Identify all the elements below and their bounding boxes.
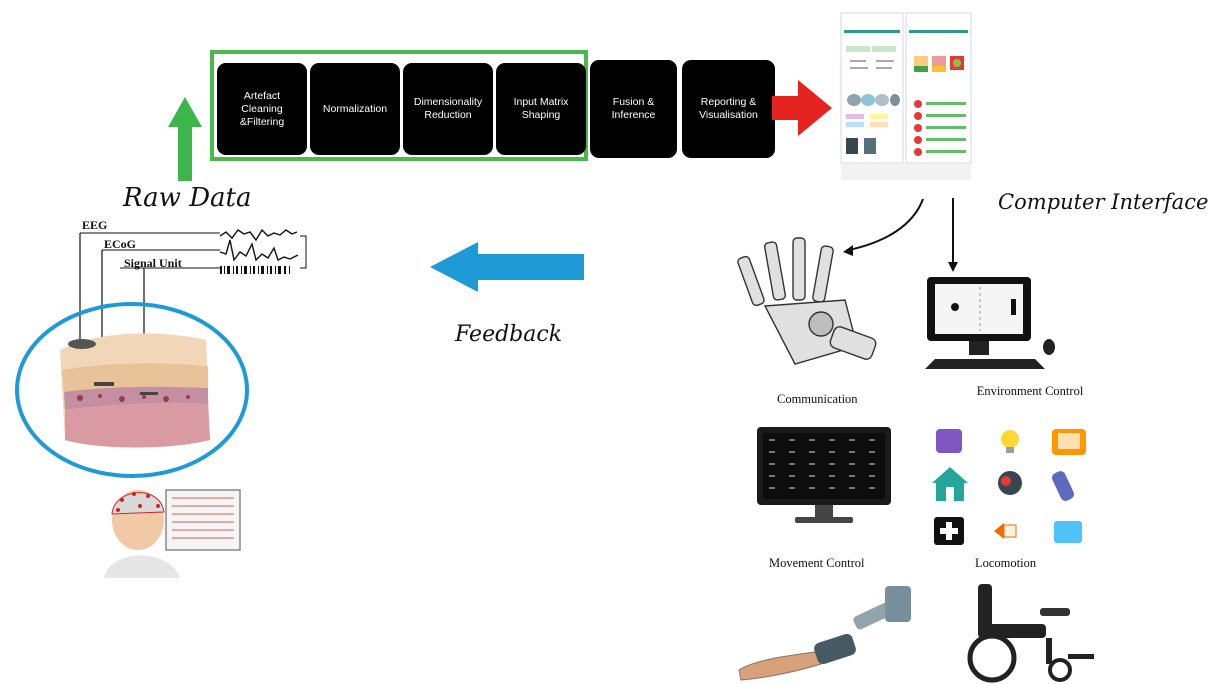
- communication-label: Communication: [777, 392, 858, 406]
- signal-traces: [79, 228, 307, 362]
- step-fusion-inference: Fusion & Inference: [590, 60, 677, 158]
- desktop-computer-illustration: [925, 277, 1055, 369]
- robotic-hand-illustration: [737, 237, 877, 365]
- environment-control-label: Environment Control: [976, 384, 1084, 398]
- movement-control-label: Movement Control: [769, 556, 865, 570]
- step-normalization-label: Normalization: [322, 102, 388, 115]
- step-normalization: Normalization: [310, 63, 400, 155]
- step-reporting-visualisation-label: Reporting & Visualisation: [699, 96, 758, 121]
- step-artefact-cleaning: Artefact Cleaning &Filtering: [217, 63, 307, 155]
- step-reporting-visualisation: Reporting & Visualisation: [682, 60, 775, 158]
- environment-icon-grid: [930, 425, 1095, 550]
- environment-icons: [932, 429, 1086, 545]
- computer-interface-label: Computer Interface: [998, 190, 1209, 214]
- speller-monitor-illustration: [757, 427, 891, 523]
- wheelchair-illustration: [967, 584, 1094, 683]
- step-input-matrix-shaping: Input Matrix Shaping: [496, 63, 586, 155]
- raw-data-label: Raw Data: [123, 183, 252, 213]
- step-dimensionality-reduction: Dimensionality Reduction: [403, 63, 493, 155]
- raw-data-up-arrow: [168, 97, 202, 181]
- cortex-cross-section: [15, 302, 249, 478]
- interface-output-arrows: [843, 198, 958, 272]
- preprocessing-group-frame: [210, 50, 588, 161]
- eeg-label: EEG: [82, 218, 108, 232]
- computer-interface-screens: [840, 12, 972, 180]
- ecog-label: ECoG: [104, 237, 137, 251]
- feedback-arrow: [430, 242, 584, 292]
- step-artefact-cleaning-label: Artefact Cleaning &Filtering: [239, 89, 285, 128]
- eeg-patient-illustration: [104, 489, 241, 578]
- step-input-matrix-shaping-label: Input Matrix Shaping: [513, 96, 569, 121]
- step-dimensionality-reduction-label: Dimensionality Reduction: [413, 96, 483, 121]
- prosthetic-arm-illustration: [738, 586, 911, 681]
- signal-unit-label: Signal Unit: [124, 256, 182, 270]
- feedback-label: Feedback: [455, 322, 563, 347]
- step-fusion-inference-label: Fusion & Inference: [611, 96, 656, 121]
- output-arrow: [772, 80, 832, 136]
- locomotion-label: Locomotion: [975, 556, 1037, 570]
- dashboard-screens-illustration: [840, 12, 972, 180]
